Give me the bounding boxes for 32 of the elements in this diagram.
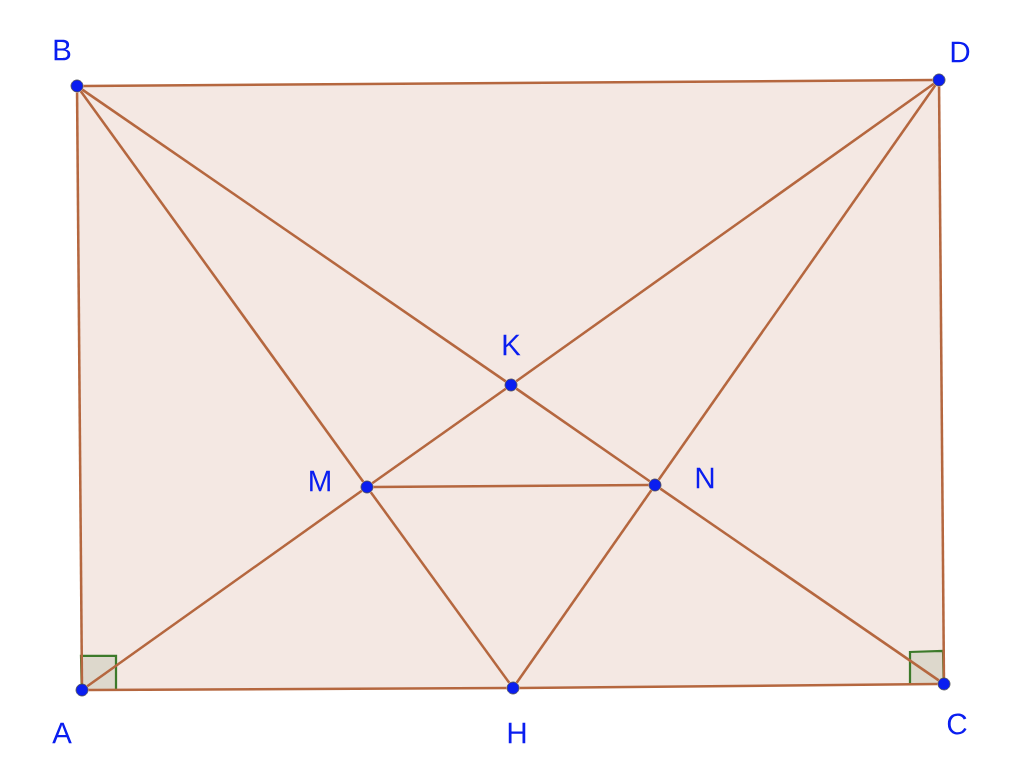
line-segment: [657, 84, 937, 481]
line-segment: [515, 387, 651, 483]
point-label: M: [310, 470, 330, 492]
line-segment: [88, 686, 507, 692]
point: [506, 681, 520, 695]
line-segment: [86, 489, 363, 688]
line-segment: [75, 92, 84, 684]
point-label: N: [696, 467, 714, 489]
point-label: D: [951, 41, 970, 63]
line-segment: [659, 487, 940, 682]
point-label: B: [54, 39, 71, 61]
line-segment: [371, 387, 507, 485]
line-segment: [519, 682, 938, 690]
line-segment: [937, 86, 946, 678]
line-segment: [515, 82, 935, 383]
line-segment: [79, 90, 365, 483]
line-segment: [81, 88, 507, 383]
point-label: K: [503, 334, 521, 356]
point: [937, 677, 951, 691]
line-segment: [83, 78, 933, 88]
point-label: A: [52, 722, 72, 744]
point: [70, 79, 84, 93]
point-label: C: [947, 713, 967, 735]
point: [648, 478, 662, 492]
line-segment: [515, 489, 653, 684]
line-segment: [369, 491, 511, 684]
point: [75, 683, 89, 697]
point-label: H: [508, 722, 526, 744]
line-segment: [373, 483, 649, 489]
point: [504, 378, 518, 392]
point: [360, 480, 374, 494]
point: [932, 73, 946, 87]
